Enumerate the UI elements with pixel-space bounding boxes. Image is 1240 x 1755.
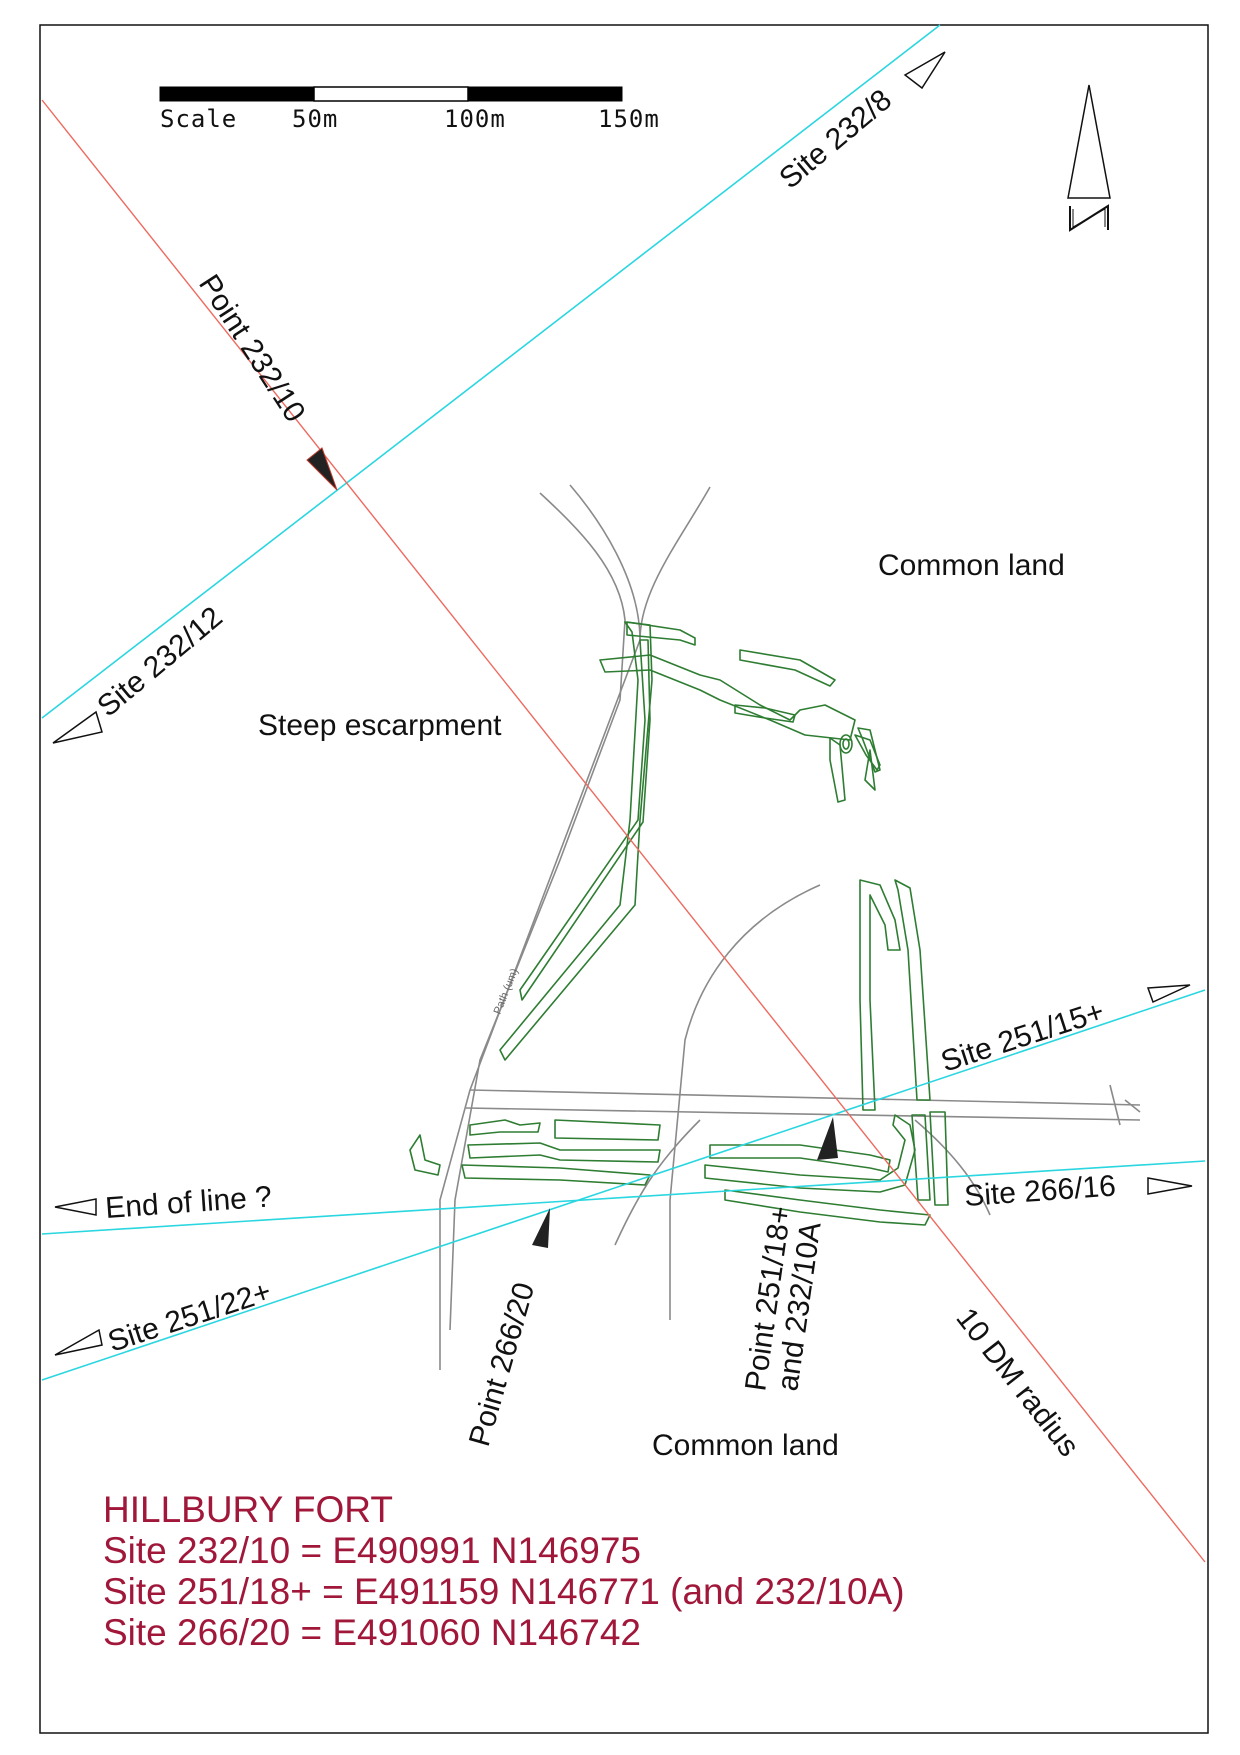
path-label: Path (um) [492, 967, 521, 1016]
point-266-20-label: Point 266/20 [463, 1279, 541, 1450]
point-232-10-label: Point 232/10 [192, 269, 311, 428]
marker-232-8-icon [903, 51, 946, 90]
site-251-22-label: Site 251/22+ [104, 1275, 275, 1359]
scale-tick-100m: 100m [444, 105, 506, 133]
alignment-line-266-16-end [41, 1160, 1206, 1235]
scale-bar: Scale 50m 100m 150m [159, 86, 660, 133]
point-251-18-arrow-icon [817, 1117, 838, 1160]
marker-251-22-icon [54, 1328, 103, 1356]
marker-266-16-icon [1147, 1177, 1193, 1195]
scale-label: Scale [160, 105, 237, 133]
site-232-12-label: Site 232/12 [91, 601, 228, 724]
marker-end-of-line-icon [54, 1198, 97, 1216]
legend-line-1: Site 232/10 = E490991 N146975 [103, 1530, 641, 1571]
scale-tick-50m: 50m [292, 105, 338, 133]
earthworks [409, 621, 949, 1226]
legend-title: HILLBURY FORT [103, 1489, 393, 1530]
site-251-15-label: Site 251/15+ [937, 995, 1108, 1079]
legend-line-2: Site 251/18+ = E491159 N146771 (and 232/… [103, 1571, 905, 1612]
alignment-line-232-8-12 [41, 24, 941, 719]
alignment-line-251-15-22 [41, 989, 1206, 1381]
scale-tick-150m: 150m [598, 105, 660, 133]
point-arrows [306, 447, 838, 1248]
site-266-16-label: Site 266/16 [963, 1169, 1117, 1213]
common-land-south-label: Common land [652, 1429, 839, 1462]
end-of-line-label: End of line ? [104, 1180, 273, 1225]
point-266-20-arrow-icon [532, 1208, 550, 1248]
direction-markers [52, 51, 1193, 1356]
dm-radius-line [41, 99, 1206, 1563]
north-arrow-icon [1067, 84, 1111, 232]
point-232-10-arrow-icon [306, 447, 338, 491]
legend-block: HILLBURY FORT Site 232/10 = E490991 N146… [103, 1489, 905, 1653]
map-frame [39, 24, 1209, 1734]
legend-line-3: Site 266/20 = E491060 N146742 [103, 1612, 641, 1653]
marker-232-12-icon [52, 710, 103, 744]
common-land-north-label: Common land [878, 549, 1065, 582]
steep-escarpment-label: Steep escarpment [258, 709, 502, 742]
marker-251-15-icon [1146, 984, 1191, 1004]
alignment-lines [41, 24, 1206, 1381]
